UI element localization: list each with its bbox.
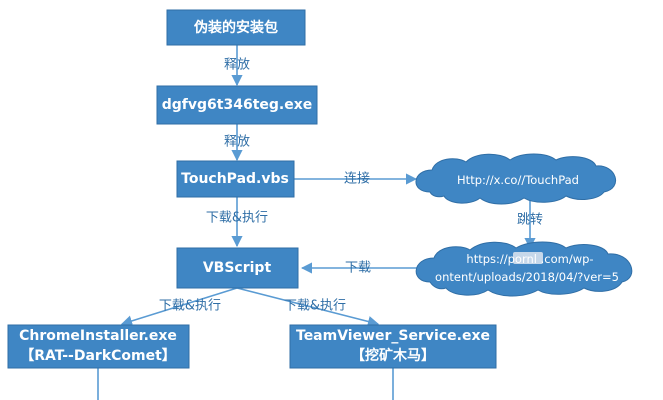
- label-connect: 连接: [344, 171, 370, 187]
- node-touchpad-vbs: TouchPad.vbs: [176, 160, 295, 198]
- svg-text:ontent/uploads/2018/04/?ver=5: ontent/uploads/2018/04/?ver=5: [435, 270, 619, 284]
- svg-text:ChromeInstaller.exe: ChromeInstaller.exe: [19, 328, 177, 344]
- edge-vbscript-to-teamviewer: [236, 287, 380, 327]
- svg-text:【挖矿木马】: 【挖矿木马】: [351, 347, 435, 364]
- label-release-2: 释放: [224, 135, 250, 150]
- cloud-download-url: https://pornl .com/wp- ontent/uploads/20…: [415, 241, 633, 297]
- svg-text:VBScript: VBScript: [203, 260, 272, 276]
- node-dropper-exe: dgfvg6t346teg.exe: [156, 85, 318, 125]
- svg-text:Http://x.co//TouchPad: Http://x.co//TouchPad: [457, 173, 579, 187]
- label-release-1: 释放: [224, 58, 250, 73]
- svg-text:【RAT--DarkComet】: 【RAT--DarkComet】: [20, 348, 176, 364]
- label-download: 下载: [345, 261, 371, 276]
- node-teamviewer-service: TeamViewer_Service.exe 【挖矿木马】: [289, 324, 497, 369]
- node-disguised-package: 伪装的安装包: [166, 9, 306, 46]
- svg-text:TeamViewer_Service.exe: TeamViewer_Service.exe: [296, 328, 490, 344]
- edge-vbscript-to-chrome: [120, 287, 238, 327]
- svg-text:TouchPad.vbs: TouchPad.vbs: [181, 171, 289, 187]
- label-download-execute-left: 下载&执行: [159, 299, 221, 314]
- svg-text:伪装的安装包: 伪装的安装包: [193, 19, 278, 36]
- node-vbscript: VBScript: [176, 247, 299, 289]
- redacted-blur: [513, 252, 543, 264]
- svg-text:https://pornl .com/wp-: https://pornl .com/wp-: [466, 252, 593, 266]
- label-download-execute: 下载&执行: [206, 211, 268, 226]
- svg-text:dgfvg6t346teg.exe: dgfvg6t346teg.exe: [162, 97, 313, 113]
- label-download-execute-right: 下载&执行: [284, 299, 346, 314]
- label-redirect: 跳转: [517, 213, 543, 228]
- node-chrome-installer: ChromeInstaller.exe 【RAT--DarkComet】: [7, 324, 190, 369]
- cloud-touchpad-url: Http://x.co//TouchPad: [415, 153, 616, 205]
